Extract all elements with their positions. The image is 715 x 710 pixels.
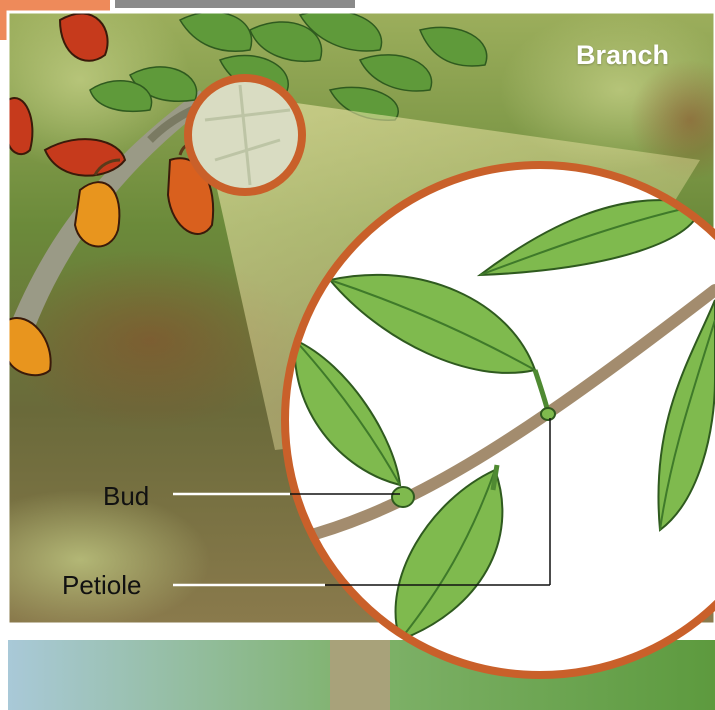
bud-label: Bud xyxy=(103,483,149,509)
petiole-node xyxy=(541,408,555,420)
bottom-trunk xyxy=(330,640,390,710)
petiole-label: Petiole xyxy=(62,572,142,598)
bud xyxy=(392,487,414,507)
panel-title: Branch xyxy=(576,42,669,69)
top-divider xyxy=(115,0,355,8)
